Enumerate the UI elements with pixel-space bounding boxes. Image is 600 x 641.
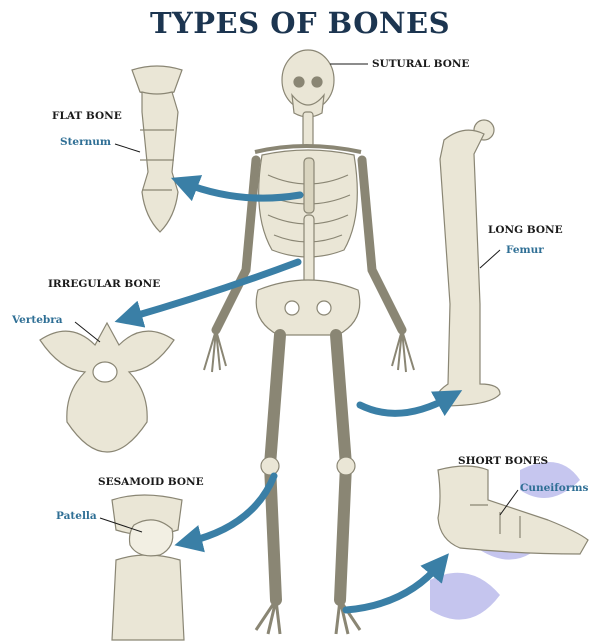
skeleton-illustration — [204, 50, 414, 634]
sternum-label: Sternum — [60, 136, 111, 148]
cuneiforms-label: Cuneiforms — [520, 482, 588, 494]
sternum-bone — [132, 66, 182, 232]
femur-bone — [436, 120, 500, 406]
short-bones-label: SHORT BONES — [458, 455, 548, 467]
vertebra-bone — [40, 323, 174, 452]
long-bone-label: LONG BONE — [488, 224, 563, 236]
sesamoid-bone-label: SESAMOID BONE — [98, 476, 204, 488]
flat-bone-label: FLAT BONE — [52, 110, 122, 122]
irregular-bone-label: IRREGULAR BONE — [48, 278, 160, 290]
sutural-bone-label: SUTURAL BONE — [372, 58, 469, 70]
femur-label: Femur — [506, 244, 544, 256]
patella-bone — [112, 495, 184, 640]
vertebra-label: Vertebra — [12, 314, 63, 326]
patella-label: Patella — [56, 510, 97, 522]
